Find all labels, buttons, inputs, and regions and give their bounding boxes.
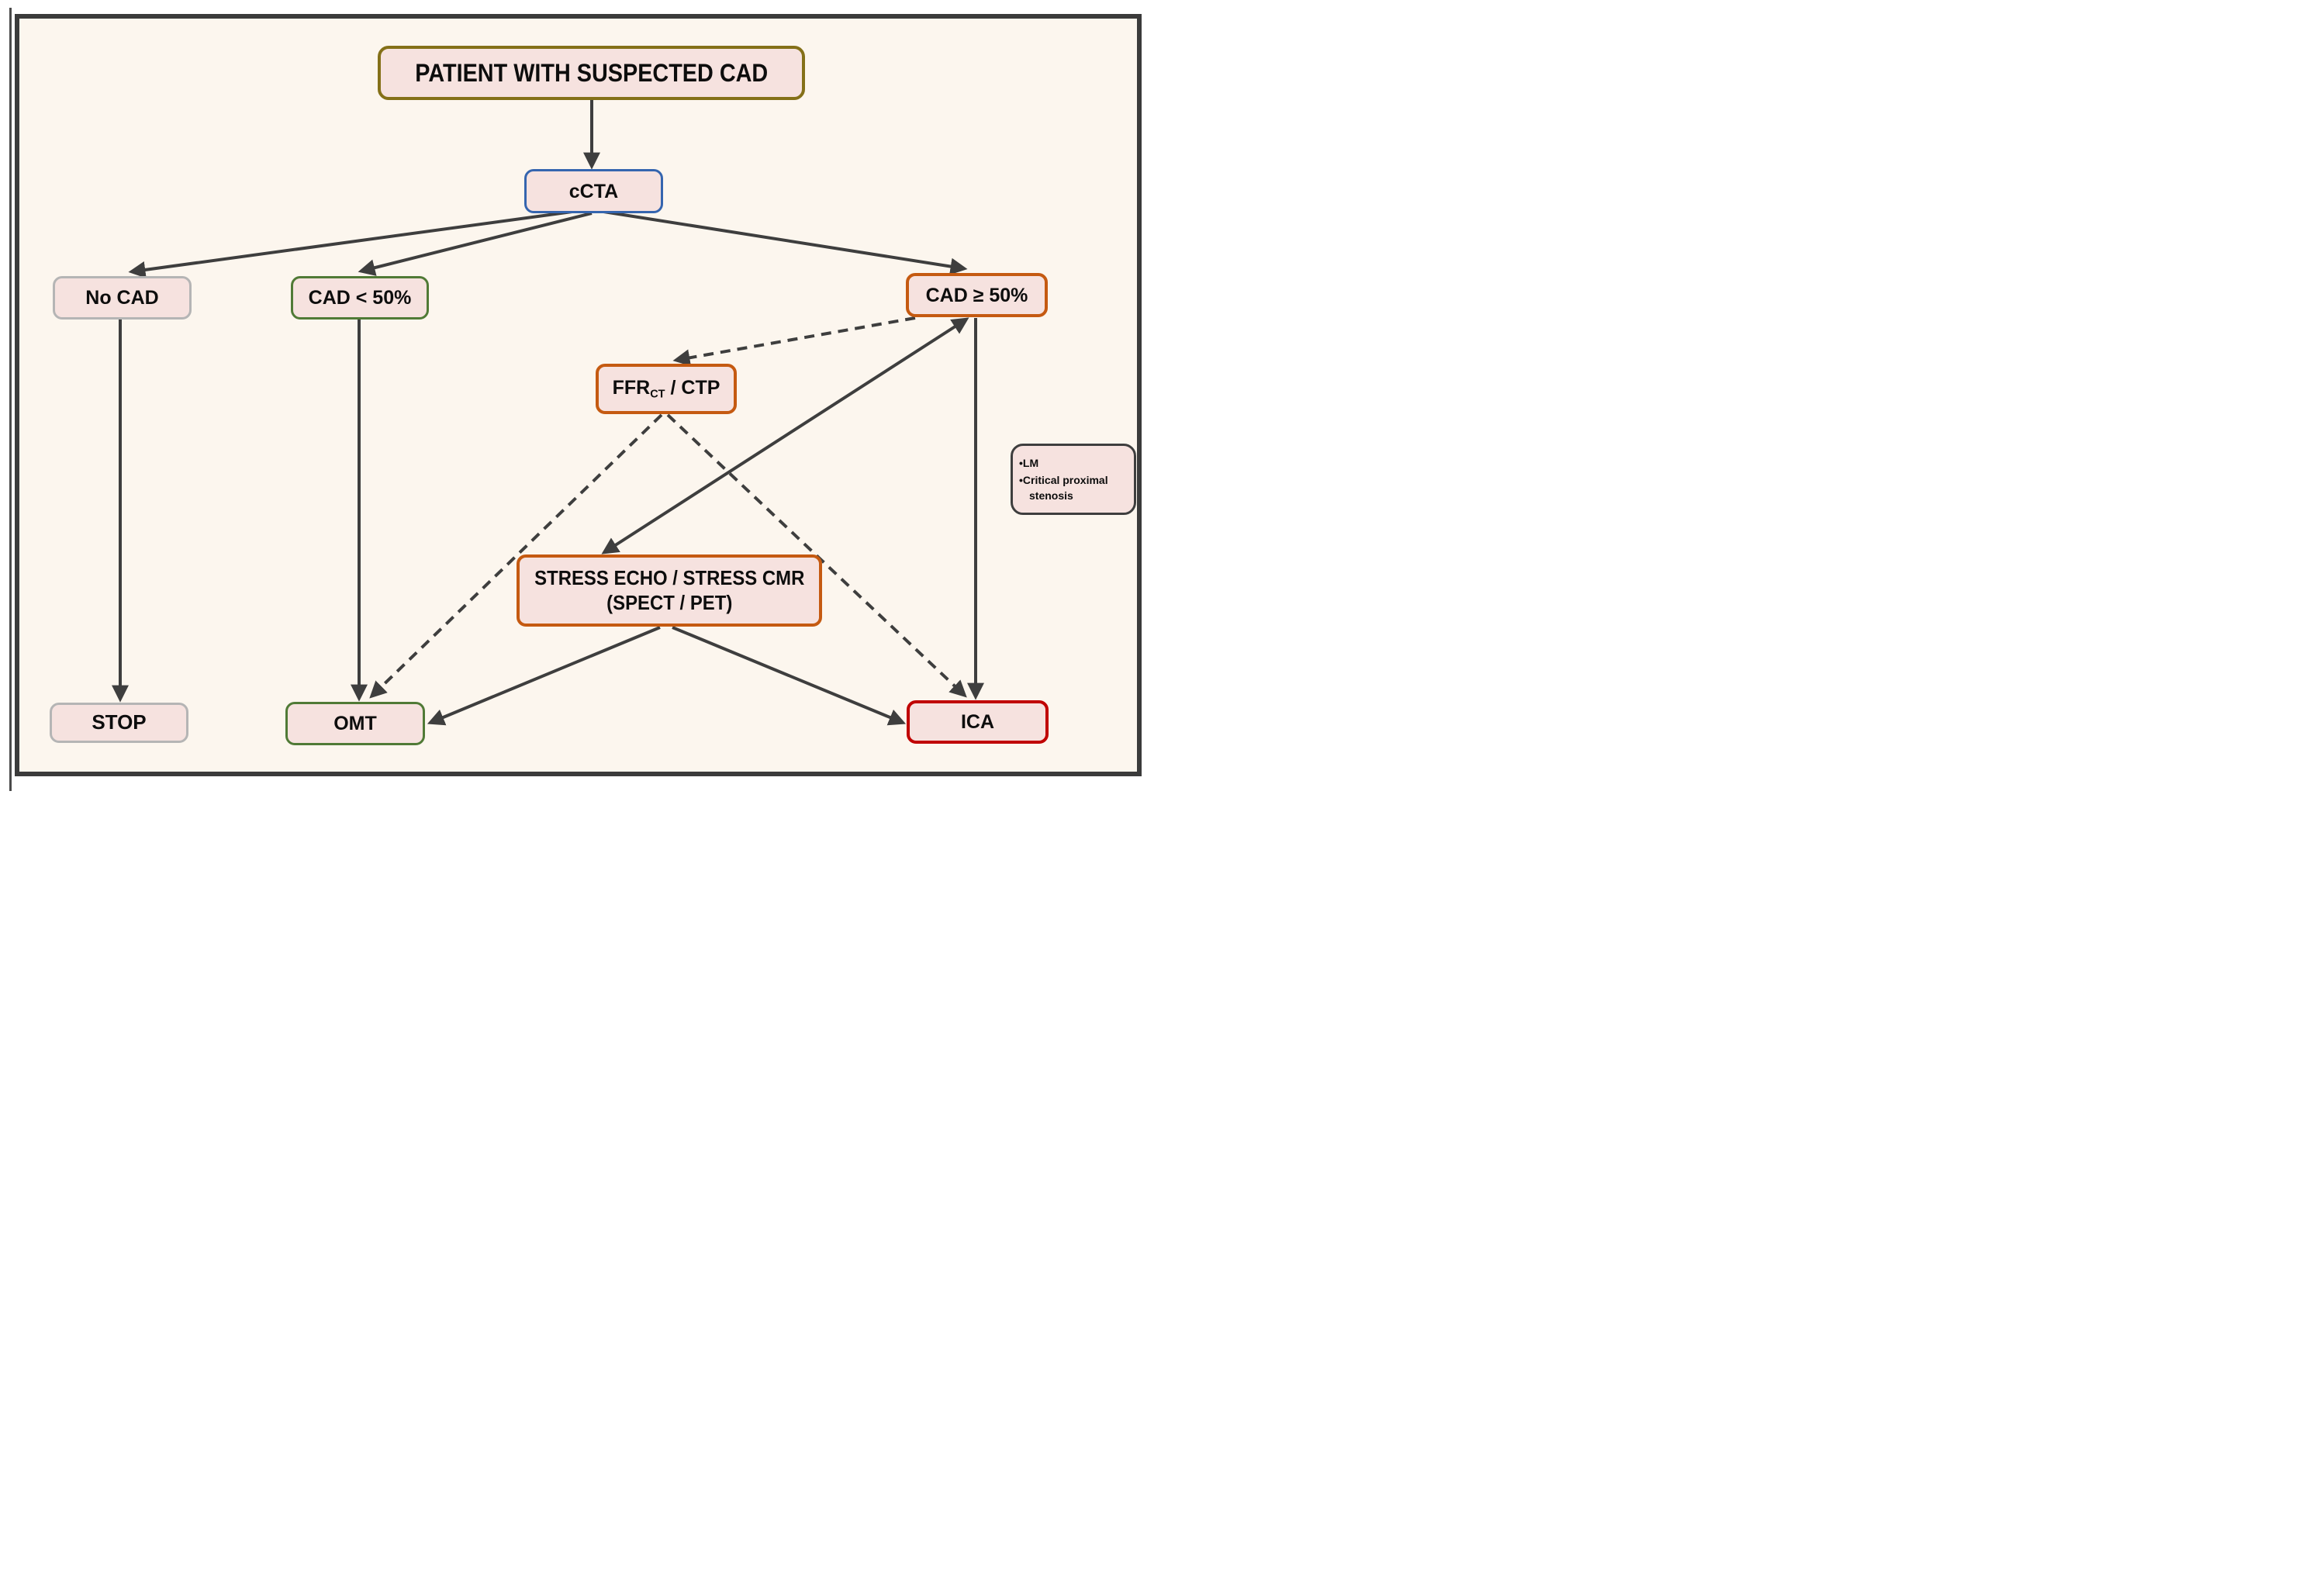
node-no-cad-label: No CAD: [85, 287, 159, 309]
node-ccta: cCTA: [524, 169, 663, 213]
node-cad-lt-50-label: CAD < 50%: [308, 287, 412, 309]
node-stop-label: STOP: [92, 710, 147, 734]
node-high-risk-note: LM Critical proximal stenosis: [1011, 444, 1136, 515]
node-ica-label: ICA: [960, 711, 995, 733]
node-no-cad: No CAD: [53, 276, 192, 320]
node-cad-ge-50-label: CAD ≥ 50%: [925, 284, 1028, 306]
flowchart-canvas: PATIENT WITH SUSPECTED CAD cCTA No CAD C…: [0, 0, 1161, 798]
node-patient-label: PATIENT WITH SUSPECTED CAD: [415, 58, 768, 87]
high-risk-note-list: LM Critical proximal stenosis: [1019, 455, 1131, 504]
node-ica: ICA: [907, 700, 1049, 744]
node-patient-suspected-cad: PATIENT WITH SUSPECTED CAD: [378, 46, 805, 100]
node-ffr-ctp-label: FFRCT / CTP: [612, 377, 720, 401]
node-ccta-label: cCTA: [568, 180, 619, 202]
node-stress-testing-label: STRESS ECHO / STRESS CMR (SPECT / PET): [534, 566, 804, 614]
node-stress-testing: STRESS ECHO / STRESS CMR (SPECT / PET): [517, 554, 822, 627]
note-item-lm: LM: [1019, 455, 1131, 471]
stress-label-line2: (SPECT / PET): [606, 590, 733, 614]
node-cad-lt-50: CAD < 50%: [291, 276, 429, 320]
page-edge-line: [9, 8, 12, 791]
stress-label-line1: STRESS ECHO / STRESS CMR: [534, 566, 805, 590]
diagram-frame: [15, 14, 1142, 776]
note-item-critical-proximal-stenosis: Critical proximal stenosis: [1019, 472, 1131, 504]
ffr-subscript: CT: [650, 388, 665, 401]
node-ffr-ctp: FFRCT / CTP: [596, 364, 737, 414]
node-omt-label: OMT: [333, 713, 377, 734]
node-stop: STOP: [50, 703, 188, 743]
node-omt: OMT: [285, 702, 425, 745]
node-cad-ge-50: CAD ≥ 50%: [906, 273, 1048, 317]
